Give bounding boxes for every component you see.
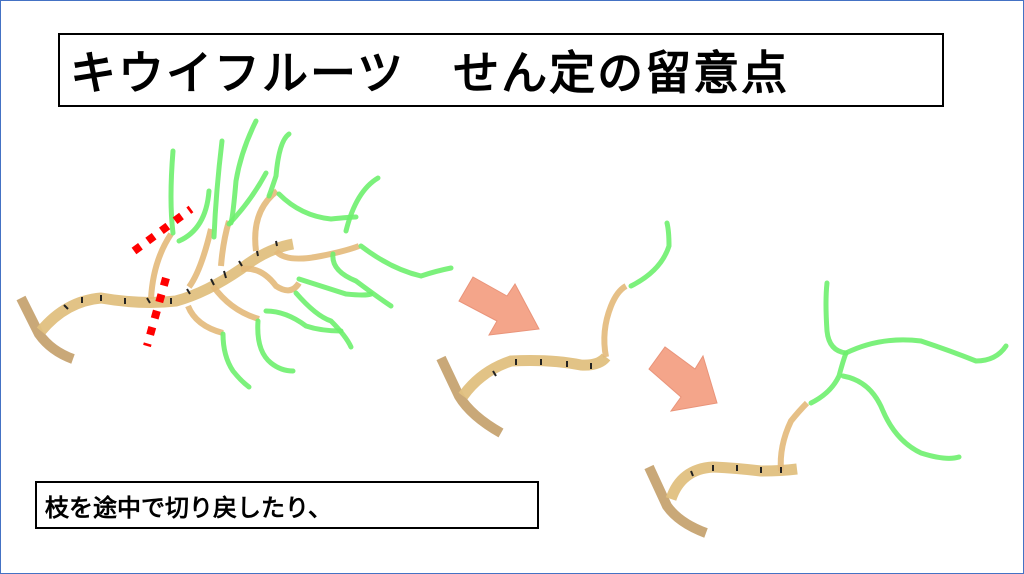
main-branch: [458, 353, 611, 400]
slide-title: キウイフルーツ せん定の留意点: [70, 46, 790, 100]
caption-text: 枝を途中で切り戻したり、: [45, 493, 333, 522]
title-box: キウイフルーツ せん定の留意点: [58, 33, 944, 107]
vine-new-growth: [644, 280, 1009, 538]
arrow-right-icon: [648, 346, 718, 412]
caption-box: 枝を途中で切り戻したり、: [35, 481, 539, 529]
cut-line-upper: [131, 205, 194, 255]
old-wood: [436, 355, 504, 438]
vine-before-pruning: [16, 118, 454, 390]
cut-line-lower: [143, 276, 170, 348]
main-branch: [36, 238, 295, 335]
vine-after-cutback: [436, 220, 672, 438]
arrow-right-icon: [458, 276, 540, 336]
main-branch: [665, 461, 798, 501]
old-wood: [644, 464, 708, 538]
old-wood: [16, 295, 75, 364]
